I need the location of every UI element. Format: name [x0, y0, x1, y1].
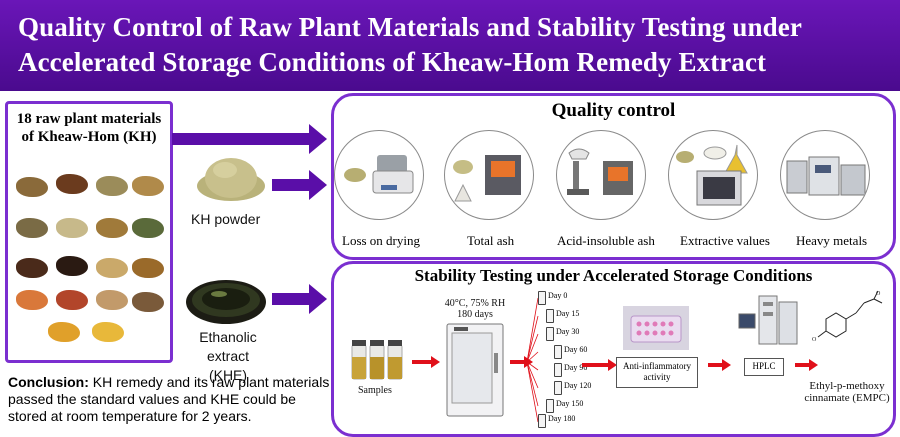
stability-testing-title: Stability Testing under Accelerated Stor… [414, 266, 813, 285]
page-title-line-1: Quality Control of Raw Plant Materials a… [18, 12, 802, 42]
raw-materials-title-line-2: of Kheaw-Hom (KH) [21, 129, 157, 145]
powder-label: KH powder [191, 211, 261, 227]
extractive-values-image [668, 130, 758, 220]
vial-icon [546, 327, 554, 341]
storage-duration: 180 days [457, 309, 493, 320]
samples-label: Samples [358, 385, 392, 396]
hplc-instrument-image [738, 295, 798, 345]
vial-icon [546, 399, 554, 413]
svg-text:O: O [812, 337, 817, 343]
herb-image [92, 322, 124, 342]
timepoint-label: Day 120 [564, 381, 592, 390]
raw-materials-title-line-1: 18 raw plant materials [16, 111, 162, 127]
qc-test-label: Total ash [467, 233, 515, 248]
compound-label-line-2: cinnamate (EMPC) [804, 392, 890, 404]
page-title-line-2: Accelerated Storage Conditions of Kheaw-… [18, 47, 767, 77]
anti-inflammatory-label-line-1: Anti-inflammatory [623, 361, 691, 371]
timepoint-label: Day 150 [556, 399, 584, 408]
herb-image [16, 177, 48, 197]
muffle-furnace-image [444, 130, 534, 220]
ash-apparatus-image [556, 130, 646, 220]
powder-image [197, 158, 265, 201]
herb-image [56, 290, 88, 310]
vial-icon [554, 363, 562, 377]
empc-structure-image: O O [812, 290, 883, 343]
herb-image [132, 218, 164, 238]
extract-label: Ethanolic extract (KHE) [180, 328, 276, 385]
herb-image [56, 174, 88, 194]
anti-inflammatory-label-line-2: activity [643, 372, 671, 382]
herb-image [96, 290, 128, 310]
anti-inflammatory-box: Anti-inflammatory activity [616, 357, 698, 388]
storage-temperature-humidity: 40°C, 75% RH [444, 298, 506, 309]
herb-image [48, 322, 80, 342]
timepoint-label: Day 180 [548, 414, 576, 423]
herb-image [96, 218, 128, 238]
compound-label: Ethyl-p-methoxy cinnamate (EMPC) [802, 380, 892, 404]
compound-label-line-1: Ethyl-p-methoxy [809, 380, 885, 392]
qc-test-label: Acid-insoluble ash [557, 233, 655, 248]
vial-icon [546, 309, 554, 323]
herb-image [56, 256, 88, 276]
herb-image [16, 290, 48, 310]
svg-text:O: O [876, 291, 881, 297]
herb-image [96, 176, 128, 196]
extract-dish-image [186, 280, 266, 324]
conclusion-body: KH remedy and its raw plant materials pa… [8, 374, 330, 424]
qc-test-label: Extractive values [680, 233, 770, 248]
herb-image [16, 258, 48, 278]
herb-image [132, 292, 164, 312]
vial-icon [538, 414, 546, 428]
vial-icon [554, 381, 562, 395]
well-plate-image [623, 306, 689, 350]
conclusion-text: Conclusion: KH remedy and its raw plant … [8, 374, 338, 425]
qc-test-label: Loss on drying [342, 233, 420, 248]
title-banner: Quality Control of Raw Plant Materials a… [0, 0, 900, 91]
extract-label-line-2: (KHE) [208, 367, 248, 383]
timepoint-label: Day 15 [556, 309, 580, 318]
samples-image [351, 340, 403, 380]
herb-image [132, 258, 164, 278]
hplc-box: HPLC [744, 358, 784, 376]
heavy-metals-instrument-image [780, 130, 870, 220]
timepoint-label: Day 0 [548, 291, 568, 300]
timepoint-label: Day 60 [564, 345, 588, 354]
page-title: Quality Control of Raw Plant Materials a… [18, 10, 888, 80]
raw-materials-panel: 18 raw plant materials of Kheaw-Hom (KH) [5, 101, 173, 363]
herb-image [132, 176, 164, 196]
herb-image [96, 258, 128, 278]
herb-image [16, 218, 48, 238]
stability-chamber-image [446, 323, 504, 417]
raw-materials-title: 18 raw plant materials of Kheaw-Hom (KH) [8, 110, 170, 146]
timepoint-label: Day 30 [556, 327, 580, 336]
qc-test-label: Heavy metals [796, 233, 868, 248]
vial-icon [538, 291, 546, 305]
storage-conditions-label: 40°C, 75% RH 180 days [443, 298, 507, 320]
quality-control-title: Quality control [551, 100, 676, 121]
conclusion-heading: Conclusion: [8, 374, 89, 390]
extract-label-line-1: Ethanolic extract [199, 329, 257, 364]
herb-image [56, 218, 88, 238]
timepoint-label: Day 90 [564, 363, 588, 372]
vial-icon [554, 345, 562, 359]
timepoint-fan-lines [526, 297, 539, 423]
moisture-analyzer-image [334, 130, 424, 220]
